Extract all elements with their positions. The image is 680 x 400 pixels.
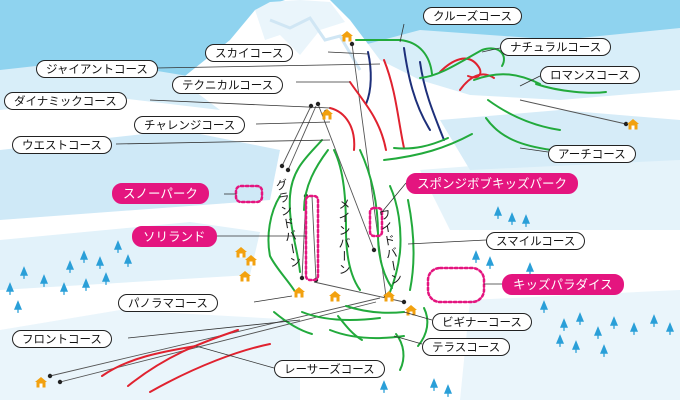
front-course-label: フロントコース <box>12 330 112 348</box>
technical-course-label: テクニカルコース <box>172 76 284 94</box>
courses-red <box>101 57 495 393</box>
skyline-course-label: スカイコース <box>205 44 294 62</box>
courses-green <box>267 39 607 371</box>
kids-paradise-label: キッズパラダイス <box>502 274 624 295</box>
peak-ridge <box>269 16 362 71</box>
giant-course-label: ジャイアントコース <box>36 60 158 78</box>
challenge-course-label: チャレンジコース <box>134 116 246 134</box>
panorama-course-label: パノラマコース <box>118 294 218 312</box>
smile-course-label: スマイルコース <box>486 232 586 250</box>
cruise-course-label: クルーズコース <box>423 7 523 25</box>
soriland-label: ソリランド <box>132 226 217 247</box>
romance-course-label: ロマンスコース <box>540 66 640 84</box>
beginner-course-label: ビギナーコース <box>432 313 532 331</box>
snowpark-label: スノーパーク <box>112 183 209 204</box>
label-leaders <box>115 23 549 369</box>
spongebob-kids-park-label: スポンジボブキッズパーク <box>406 173 579 194</box>
courses-navy <box>365 47 445 141</box>
arch-course-label: アーチコース <box>548 145 636 163</box>
peak-shade <box>255 0 345 55</box>
west-course-label: ウエストコース <box>12 136 112 154</box>
dynamic-course-label: ダイナミックコース <box>4 92 127 110</box>
natural-course-label: ナチュラルコース <box>500 38 612 56</box>
main-course-label: メインバーン <box>337 198 351 276</box>
racers-course-label: レーサーズコース <box>274 360 385 378</box>
terrace-course-label: テラスコース <box>422 338 511 356</box>
